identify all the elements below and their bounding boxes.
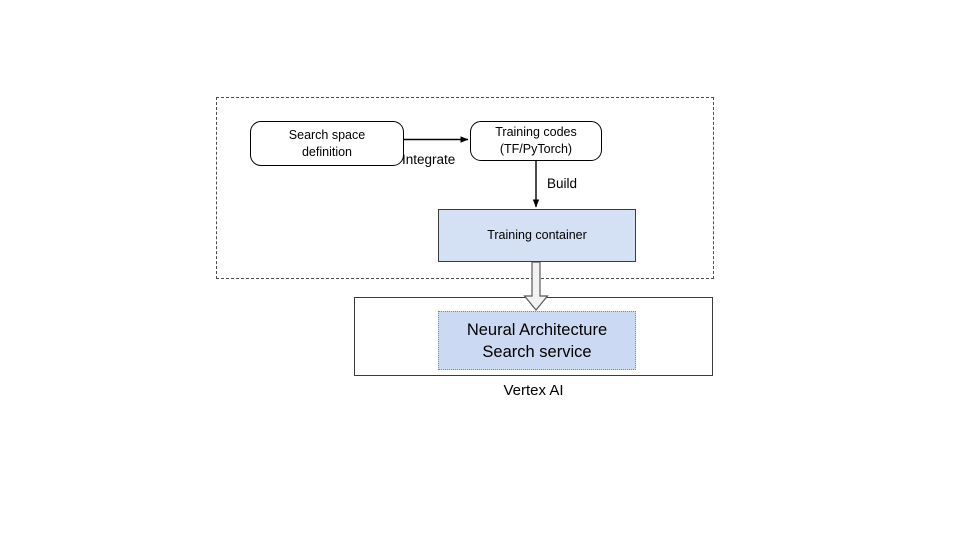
- edge-label-build: Build: [547, 176, 578, 191]
- node-search-space-definition-label: Search space definition: [288, 127, 366, 159]
- node-training-container[interactable]: Training container: [438, 209, 636, 262]
- edge-label-integrate: Integrate: [402, 152, 456, 167]
- user-workflow-group-frame: [216, 97, 714, 279]
- vertex-ai-group-caption: Vertex AI: [503, 382, 564, 399]
- node-search-space-definition[interactable]: Search space definition: [250, 121, 404, 166]
- node-nas-service-label: Neural Architecture Search service: [466, 320, 608, 361]
- node-training-codes-label: Training codes (TF/PyTorch): [495, 125, 577, 156]
- node-nas-service[interactable]: Neural Architecture Search service: [438, 311, 636, 370]
- node-training-codes[interactable]: Training codes (TF/PyTorch): [470, 121, 602, 161]
- node-training-container-label: Training container: [487, 228, 587, 242]
